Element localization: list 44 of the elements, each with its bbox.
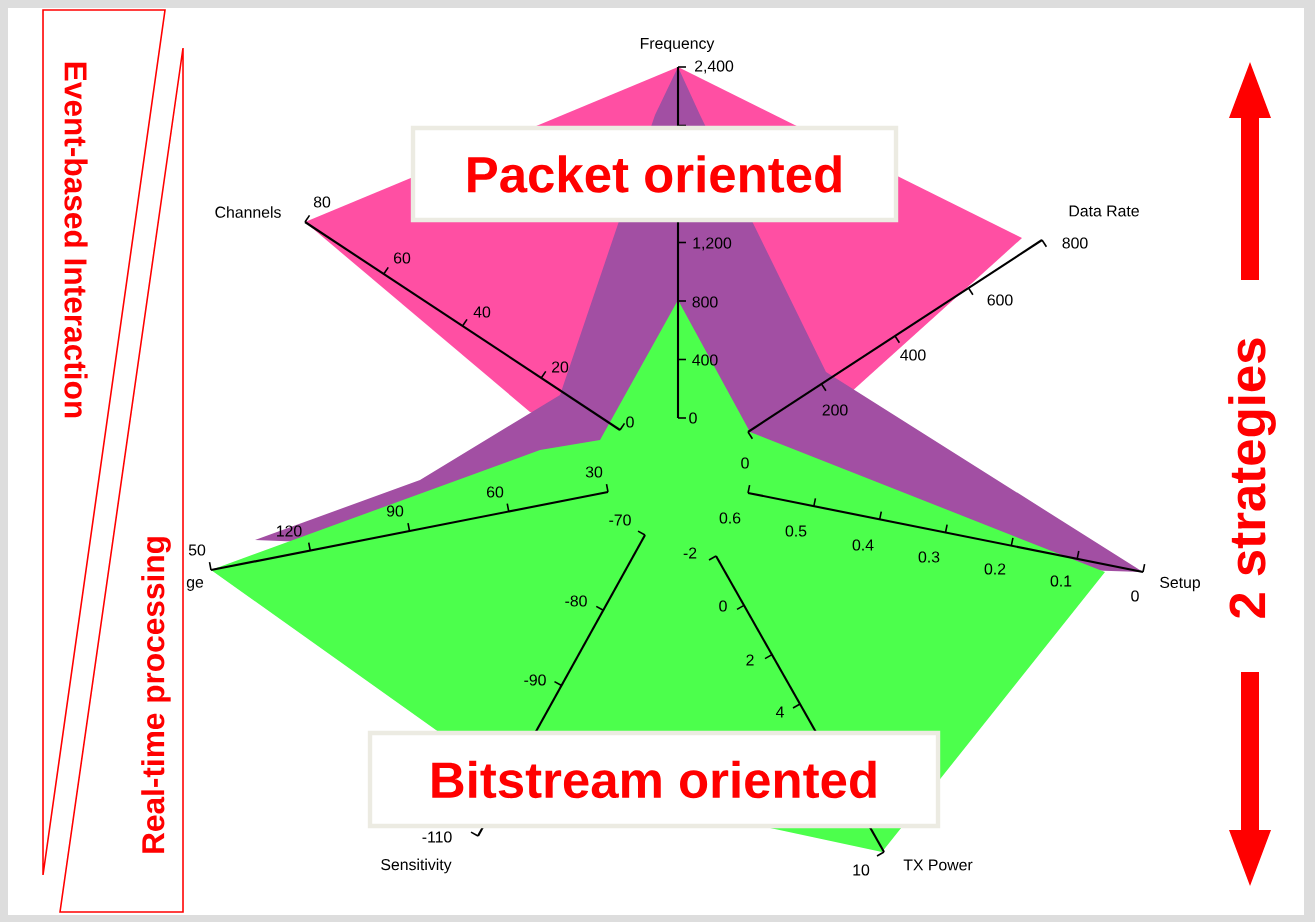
tick-label: 0	[719, 600, 727, 612]
tick-label: 800	[692, 296, 718, 308]
tick-label: 0.4	[852, 539, 874, 551]
tick-label: 0	[689, 412, 697, 424]
tick-label: 600	[987, 294, 1013, 306]
tick-label: -80	[565, 595, 587, 607]
axis-label: Data Rate	[1069, 205, 1139, 217]
tick-label: -90	[524, 674, 546, 686]
axis-label: Channels	[215, 206, 281, 218]
axis-label: ge	[186, 579, 204, 591]
tick-label: 2,400	[695, 60, 734, 74]
tick-label: 1,200	[693, 237, 732, 251]
tick-label: 30	[585, 466, 603, 478]
tick-label: 120	[277, 525, 302, 537]
tick-label: 2	[746, 654, 754, 666]
tick-label: 0.5	[785, 525, 807, 537]
tick-label: 10	[853, 864, 870, 876]
tick-label: 400	[900, 349, 926, 361]
tick-label: -70	[609, 514, 631, 526]
tick-label: 0.3	[918, 551, 940, 563]
tick-label: 0	[1131, 590, 1139, 602]
text-box: Bitstream oriented	[367, 730, 941, 829]
tick-label: 50	[188, 544, 206, 556]
tick-label: 0.1	[1050, 575, 1072, 587]
axis-label: Setup	[1160, 576, 1200, 592]
tick-label: 0.6	[719, 512, 741, 524]
text-box: Packet oriented	[410, 125, 899, 223]
tick-label: -2	[683, 547, 697, 559]
tick-label: 90	[386, 505, 404, 517]
tick-label: 0	[626, 416, 634, 428]
axis-label: TX Power	[903, 859, 973, 871]
tick-label: 0	[741, 457, 749, 469]
tick-label: 4	[775, 706, 784, 718]
tick-label: 80	[313, 196, 331, 208]
tick-label: 20	[552, 361, 569, 373]
tick-label: 60	[394, 252, 411, 264]
tick-label: 0.2	[984, 563, 1006, 575]
tick-label: 800	[1062, 237, 1088, 249]
axis-label: Frequency	[640, 37, 715, 53]
tick-label: 40	[473, 306, 491, 318]
tick-label: 200	[822, 404, 848, 416]
side-label: 2 strategies	[1228, 338, 1276, 618]
tick-label: 60	[487, 486, 504, 498]
axis-label: Sensitivity	[381, 858, 452, 874]
